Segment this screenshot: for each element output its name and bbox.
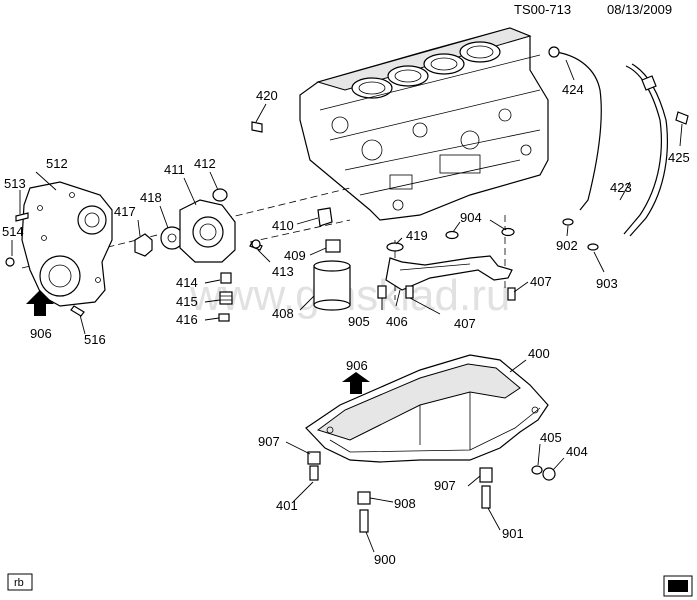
callout-903: 903	[596, 276, 618, 291]
callout-412: 412	[194, 156, 216, 171]
callout-407-a: 407	[454, 316, 476, 331]
callout-404: 404	[566, 444, 588, 459]
callout-411: 411	[164, 162, 185, 177]
callout-416: 416	[176, 312, 198, 327]
callout-908: 908	[394, 496, 416, 511]
bolt-516	[70, 305, 85, 317]
callout-901: 901	[502, 526, 524, 541]
callout-906-pan: 906	[346, 358, 368, 373]
bolt-900	[359, 509, 369, 533]
stud-907b	[479, 467, 493, 483]
callout-424: 424	[562, 82, 584, 97]
callout-414: 414	[176, 275, 198, 290]
callout-406: 406	[386, 314, 408, 329]
callout-417: 417	[114, 204, 136, 219]
callout-907-b: 907	[434, 478, 456, 493]
callout-409: 409	[284, 248, 306, 263]
callout-408: 408	[272, 306, 294, 321]
bolt-413	[249, 239, 263, 251]
dipstick-424	[548, 46, 602, 211]
bolt-407b	[507, 287, 516, 301]
bolt-425	[675, 111, 689, 125]
callout-514: 514	[2, 224, 24, 239]
callout-405: 405	[540, 430, 562, 445]
diagram-date: 08/13/2009	[607, 2, 672, 17]
bolt-407a	[405, 285, 414, 299]
dipstick-tube-423	[623, 63, 668, 237]
oil-pump-411	[179, 199, 236, 263]
bolt-401	[309, 465, 319, 481]
bolt-420	[251, 121, 263, 133]
seal-419	[386, 242, 404, 252]
leader-lines	[11, 59, 683, 553]
callout-906-front: 906	[30, 326, 52, 341]
front-cover	[21, 181, 113, 307]
pan-arrow-906	[342, 372, 370, 394]
seal-412	[212, 188, 228, 202]
callout-904: 904	[460, 210, 482, 225]
corner-tag-box: rb	[7, 573, 33, 591]
stud-907a	[307, 451, 321, 465]
bolt-514	[5, 257, 15, 267]
drain-plug-404	[542, 467, 556, 481]
connector-409	[325, 239, 341, 253]
seal-904b	[501, 227, 515, 237]
callout-516: 516	[84, 332, 106, 347]
callout-413: 413	[272, 264, 294, 279]
callout-512: 512	[46, 156, 68, 171]
callout-420: 420	[256, 88, 278, 103]
callout-902: 902	[556, 238, 578, 253]
callout-423: 423	[610, 180, 632, 195]
callout-425: 425	[668, 150, 690, 165]
plug-414	[220, 272, 232, 284]
filter-adapter-410	[317, 207, 333, 227]
bolt-513	[15, 212, 29, 222]
rotor-418	[160, 226, 184, 250]
gear-417	[134, 233, 153, 257]
callout-415: 415	[176, 294, 198, 309]
front-arrow-906	[26, 290, 54, 316]
corner-tag-text: rb	[14, 577, 24, 589]
spring-415	[219, 291, 233, 305]
callout-419: 419	[406, 228, 428, 243]
oil-pan-400	[305, 354, 549, 463]
spacer-908	[357, 491, 371, 505]
engine-block	[299, 27, 549, 221]
seal-903	[587, 243, 599, 251]
washer-405	[531, 465, 543, 475]
callout-418: 418	[140, 190, 162, 205]
seal-902	[562, 218, 574, 226]
callout-401: 401	[276, 498, 298, 513]
callout-907-a: 907	[258, 434, 280, 449]
callout-513: 513	[4, 176, 26, 191]
valve-416	[218, 313, 230, 322]
diagram-code: TS00-713	[514, 2, 571, 17]
bolt-905	[377, 285, 387, 299]
callout-900: 900	[374, 552, 396, 567]
oil-filter-408	[313, 260, 351, 311]
callout-905: 905	[348, 314, 370, 329]
callout-labels: 512 513 514 906 516 417 418 411 412 413 …	[2, 82, 690, 567]
callout-407-b: 407	[530, 274, 552, 289]
bolt-901	[481, 485, 491, 509]
seal-904a	[445, 230, 459, 240]
callout-400: 400	[528, 346, 550, 361]
logo-icon	[663, 575, 693, 597]
callout-410: 410	[272, 218, 294, 233]
